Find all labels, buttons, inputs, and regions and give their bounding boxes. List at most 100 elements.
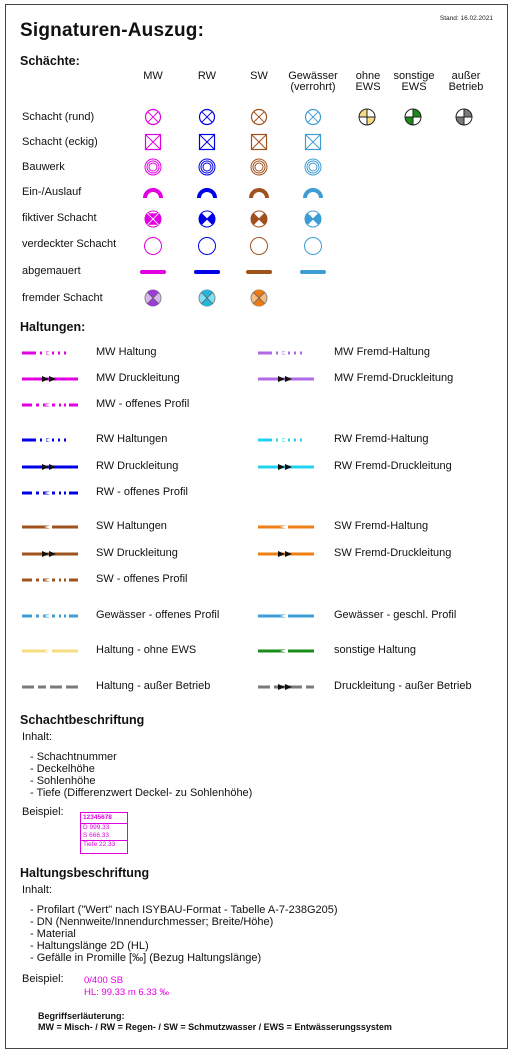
fremder-schacht-mw-icon: [144, 289, 162, 307]
mw-haltung-label: MW Haltung: [96, 346, 157, 358]
col-sw: SW: [250, 70, 268, 82]
schacht-sonstige-ews-icon: [404, 108, 422, 126]
rw-offen-label: RW - offenes Profil: [96, 486, 188, 498]
begriffe-text: MW = Misch- / RW = Regen- / SW = Schmutz…: [38, 1022, 392, 1032]
haltung-inhalt-label: Inhalt:: [22, 884, 52, 896]
rw-fremd-druckleitung-label: RW Fremd-Druckleitung: [334, 460, 452, 472]
sw-offen-line-icon: [22, 578, 78, 582]
row-abgemauert: abgemauert: [22, 265, 81, 277]
stand-date: Stand: 16.02.2021: [439, 15, 493, 22]
row-ein-auslauf: Ein-/Auslauf: [22, 186, 82, 198]
sw-fremd-druckleitung-line-icon: [258, 551, 314, 557]
bauwerk-sw-icon: [250, 158, 268, 176]
haltung-beispiel-line2: HL: 99.33 m 6.33 ‰: [84, 987, 170, 998]
fiktiver-schacht-gewaesser-icon: [304, 210, 322, 228]
sw-fremd-druckleitung-label: SW Fremd-Druckleitung: [334, 547, 452, 559]
rw-fremd-haltung-label: RW Fremd-Haltung: [334, 433, 429, 445]
fiktiver-schacht-mw-icon: [144, 210, 162, 228]
mw-druckleitung-line-icon: [22, 376, 78, 382]
auslauf-rw-icon: [197, 188, 217, 199]
sw-druckleitung-line-icon: [22, 551, 78, 557]
document-frame: [5, 4, 508, 1049]
haltung-ausser-betrieb-label: Haltung - außer Betrieb: [96, 680, 211, 692]
druckleitung-ausser-betrieb-line-icon: [258, 684, 314, 690]
schacht-beispiel-label: Beispiel:: [22, 806, 64, 818]
row-fremder-schacht: fremder Schacht: [22, 292, 103, 304]
fremder-schacht-rw-icon: [198, 289, 216, 307]
schacht-symbols: [140, 108, 473, 307]
rw-druckleitung-line-icon: [22, 464, 78, 470]
haltung-inhalt-item: - DN (Nennweite/Innendurchmesser; Breite…: [30, 916, 274, 928]
mw-druckleitung-label: MW Druckleitung: [96, 372, 180, 384]
rw-offen-line-icon: [22, 491, 78, 495]
haltung-beispiel-line1: 0/400 SB: [84, 975, 124, 986]
schacht-inhalt-item: - Sohlenhöhe: [30, 775, 96, 787]
sw-haltung-label: SW Haltungen: [96, 520, 167, 532]
gewaesser-geschl-label: Gewässer - geschl. Profil: [334, 609, 457, 621]
auslauf-mw-icon: [143, 188, 163, 199]
schacht-ohne-ews-icon: [358, 108, 376, 126]
rw-fremd-haltung-line-icon: [258, 438, 314, 442]
auslauf-gewaesser-icon: [303, 188, 323, 199]
fiktiver-schacht-sw-icon: [250, 210, 268, 228]
haltungen-heading: Haltungen:: [20, 320, 86, 334]
haltung-inhalt-item: - Haltungslänge 2D (HL): [30, 940, 149, 952]
sonstige-haltung-label: sonstige Haltung: [334, 644, 416, 656]
haltungen-symbols: [22, 351, 314, 690]
rw-druckleitung-label: RW Druckleitung: [96, 460, 179, 472]
sw-fremd-haltung-line-icon: [258, 525, 314, 529]
col-rw: RW: [197, 70, 217, 82]
page-title: Signaturen-Auszug:: [20, 20, 205, 41]
schacht-ausser-betrieb-icon: [455, 108, 473, 126]
schacht-rund-rw-icon: [198, 108, 216, 126]
schacht-beispiel-box: 12345678 D 999.33 S 666.33 Tiefe 22.33: [80, 812, 128, 854]
schacht-inhalt-item: - Schachtnummer: [30, 751, 117, 763]
verdeckter-schacht-gewaesser-icon: [304, 237, 322, 255]
schacht-eckig-sw-icon: [250, 133, 268, 151]
verdeckter-schacht-sw-icon: [250, 237, 268, 255]
verdeckter-schacht-rw-icon: [198, 237, 216, 255]
sw-offen-label: SW - offenes Profil: [96, 573, 188, 585]
gewaesser-geschl-line-icon: [258, 614, 314, 618]
rw-haltung-line-icon: [22, 438, 78, 442]
schacht-rund-mw-icon: [144, 108, 162, 126]
gewaesser-offen-line-icon: [22, 614, 78, 618]
beispiel-deckelhoehe: D 999.33: [83, 824, 110, 831]
row-verdeckter-schacht: verdeckter Schacht: [22, 238, 117, 250]
fiktiver-schacht-rw-icon: [198, 210, 216, 228]
haltung-beispiel-label: Beispiel:: [22, 973, 64, 985]
sw-fremd-haltung-label: SW Fremd-Haltung: [334, 520, 429, 532]
haltung-ohne-ews-label: Haltung - ohne EWS: [96, 644, 197, 656]
row-fiktiver-schacht: fiktiver Schacht: [22, 212, 97, 224]
schacht-inhalt-label: Inhalt:: [22, 731, 52, 743]
row-schacht-eckig: Schacht (eckig): [22, 136, 98, 148]
druckleitung-ausser-betrieb-label: Druckleitung - außer Betrieb: [334, 680, 472, 692]
col-mw: MW: [143, 70, 163, 82]
haltung-ohne-ews-line-icon: [22, 649, 78, 653]
haltung-inhalt-item: - Gefälle in Promille [‰] (Bezug Haltung…: [30, 952, 262, 964]
bauwerk-rw-icon: [198, 158, 216, 176]
verdeckter-schacht-mw-icon: [144, 237, 162, 255]
schacht-inhalt-item: - Deckelhöhe: [30, 763, 95, 775]
beispiel-sohlenhoehe: S 666.33: [83, 832, 110, 839]
row-bauwerk: Bauwerk: [22, 161, 65, 173]
gewaesser-offen-label: Gewässer - offenes Profil: [96, 609, 220, 621]
haltungsbeschriftung-heading: Haltungsbeschriftung: [20, 866, 150, 880]
mw-fremd-druckleitung-label: MW Fremd-Druckleitung: [334, 372, 454, 384]
schacht-eckig-rw-icon: [198, 133, 216, 151]
col-gewaesser: Gewässer(verrohrt): [288, 70, 338, 93]
mw-offen-label: MW - offenes Profil: [96, 398, 190, 410]
mw-haltung-line-icon: [22, 351, 78, 355]
mw-fremd-haltung-line-icon: [258, 351, 314, 355]
mw-fremd-haltung-label: MW Fremd-Haltung: [334, 346, 430, 358]
begriffe-heading: Begriffserläuterung:: [38, 1011, 125, 1021]
schacht-eckig-mw-icon: [144, 133, 162, 151]
auslauf-sw-icon: [249, 188, 269, 199]
rw-fremd-druckleitung-line-icon: [258, 464, 314, 470]
schachtbeschriftung-heading: Schachtbeschriftung: [20, 713, 145, 727]
bauwerk-gewaesser-icon: [304, 158, 322, 176]
sw-druckleitung-label: SW Druckleitung: [96, 547, 178, 559]
